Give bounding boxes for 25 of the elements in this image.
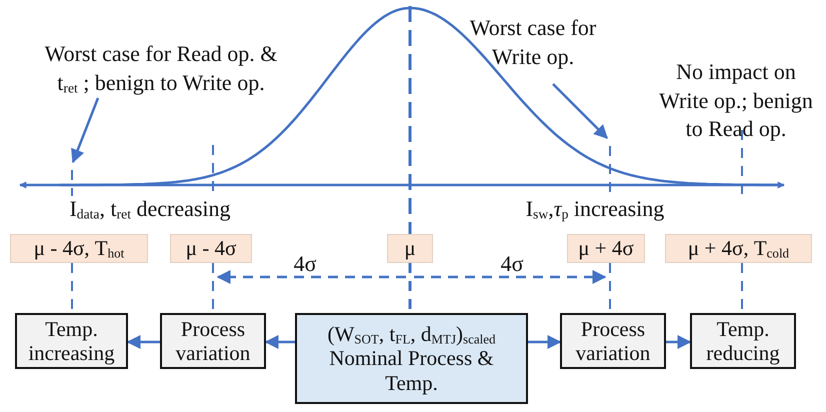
- arrow: [666, 335, 692, 349]
- axis-label: I$_{sw}$,τ$_{p}$ increasing: [524, 196, 666, 222]
- process-box: Temp. reducing: [690, 313, 796, 369]
- process-box: [295, 313, 528, 404]
- annotation-text: Worst case for Read op. & t$_{ret}$ ; benign to Write op.: [36, 36, 286, 102]
- axis-label: I$_{data}$, t$_{ret}$ decreasing: [68, 196, 232, 222]
- box-text: (W$_{SOT}$, t$_{FL}$, d$_{MTJ}$)$_{scaled}$: [327, 322, 496, 346]
- dimension-label: 4σ: [292, 251, 318, 277]
- process-box: Process variation: [560, 313, 666, 369]
- value-tag: μ: [387, 234, 433, 263]
- dimension-label: 4σ: [500, 251, 524, 277]
- arrow: [264, 335, 295, 349]
- leader-arrow: [552, 83, 608, 139]
- leader-arrow: [71, 98, 100, 164]
- value-tag: μ - 4σ, T$_{hot}$: [10, 234, 148, 263]
- note-text: No impact on Write op.; benign to Read op.: [658, 58, 814, 144]
- arrow: [528, 335, 562, 349]
- arrow: [126, 335, 160, 349]
- value-tag: μ - 4σ: [170, 234, 252, 263]
- value-tag: μ + 4σ: [567, 234, 645, 263]
- value-tag: μ + 4σ, T$_{cold}$: [665, 234, 812, 263]
- process-box: Process variation: [160, 313, 266, 369]
- annotation-text: Worst case for Write op.: [448, 12, 618, 74]
- process-box: Temp. increasing: [15, 313, 128, 369]
- box-text: Nominal Process & Temp.: [328, 346, 495, 395]
